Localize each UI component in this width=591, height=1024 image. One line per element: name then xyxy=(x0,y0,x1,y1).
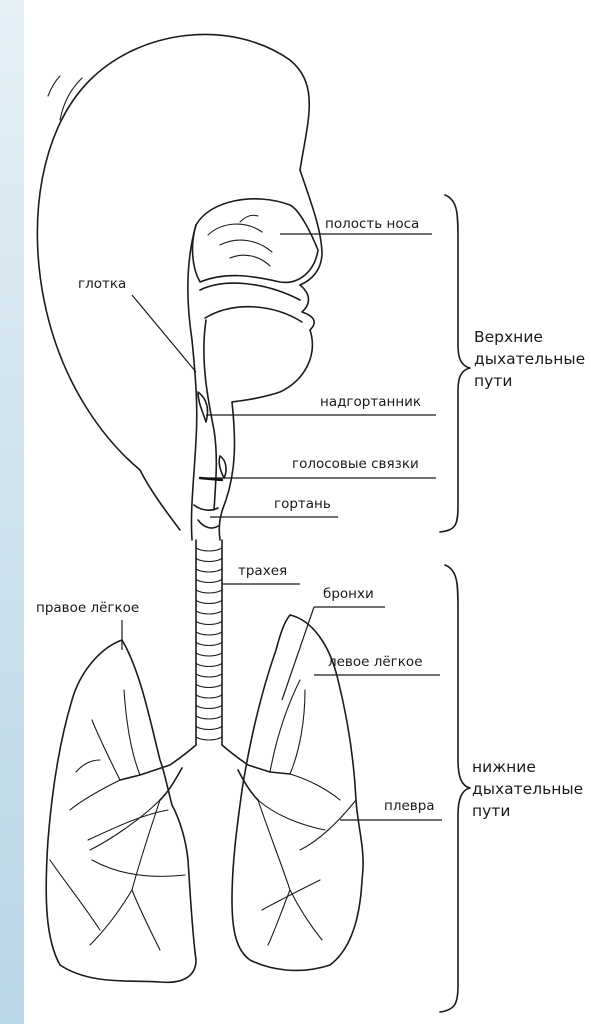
label-vocal-cords: голосовые связки xyxy=(292,456,419,472)
label-pharynx: глотка xyxy=(78,276,126,292)
bronchi xyxy=(70,680,340,950)
label-larynx: гортань xyxy=(274,496,331,512)
trachea-ring xyxy=(196,727,222,730)
lower-airways-brace xyxy=(440,565,470,1012)
trachea-ring xyxy=(196,695,222,698)
trachea-ring xyxy=(196,622,222,625)
trachea-ring xyxy=(196,601,222,604)
nasal-cavity xyxy=(193,199,318,283)
head-outline xyxy=(37,34,322,470)
trachea-ring xyxy=(196,685,222,688)
trachea-ring xyxy=(196,632,222,635)
trachea-ring xyxy=(196,569,222,572)
label-bronchi: бронхи xyxy=(323,586,374,602)
label-nasal-cavity: полость носа xyxy=(325,216,419,232)
trachea-ring xyxy=(196,674,222,677)
trachea-ring xyxy=(196,737,222,740)
mouth xyxy=(200,283,314,402)
svg-text:пути: пути xyxy=(472,802,510,820)
trachea-ring xyxy=(196,548,222,551)
trachea-ring xyxy=(196,716,222,719)
svg-text:пути: пути xyxy=(474,372,512,390)
trachea-ring xyxy=(196,559,222,562)
trachea-ring xyxy=(196,580,222,583)
svg-text:нижние: нижние xyxy=(472,758,536,776)
trachea-ring xyxy=(196,706,222,709)
trachea-ring xyxy=(196,643,222,646)
trachea xyxy=(196,540,222,745)
upper-airways-label: Верхние дыхательные пути xyxy=(474,328,585,390)
label-pleura: плевра xyxy=(384,798,435,814)
trachea-ring xyxy=(196,590,222,593)
trachea-ring xyxy=(196,664,222,667)
label-right-lung: правое лёгкое xyxy=(36,600,139,616)
pharynx xyxy=(188,225,235,540)
label-epiglottis: надгортанник xyxy=(320,394,421,410)
svg-text:дыхательные: дыхательные xyxy=(474,350,585,368)
trachea-ring xyxy=(196,611,222,614)
svg-text:дыхательные: дыхательные xyxy=(472,780,583,798)
lower-airways-label: нижние дыхательные пути xyxy=(472,758,583,820)
neck-line xyxy=(140,470,180,530)
label-left-lung: левое лёгкое xyxy=(328,654,423,670)
label-trachea: трахея xyxy=(238,563,287,579)
right-lung xyxy=(46,640,196,982)
svg-text:Верхние: Верхние xyxy=(474,328,543,346)
upper-airways-brace xyxy=(440,195,470,532)
trachea-ring xyxy=(196,653,222,656)
leader-lines xyxy=(122,234,442,820)
